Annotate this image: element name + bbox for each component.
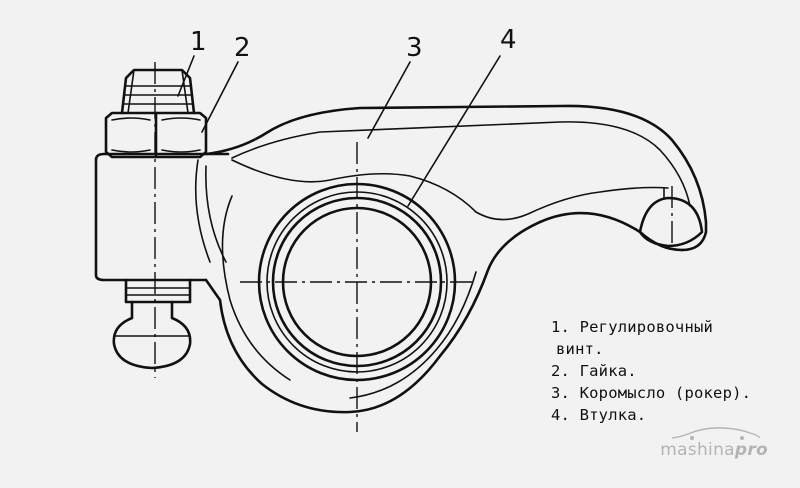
- legend: 1. Регулировочный винт. 2. Гайка. 3. Кор…: [551, 316, 751, 426]
- legend-item: 3. Коромысло (рокер).: [551, 384, 752, 402]
- watermark-text-main: mashina: [660, 440, 735, 460]
- callout-1: 1: [190, 27, 207, 57]
- callout-3: 3: [406, 33, 423, 63]
- legend-item: 2. Гайка.: [551, 362, 637, 380]
- lock-nut: [104, 111, 208, 159]
- watermark-text-accent: pro: [734, 440, 768, 460]
- legend-item: 4. Втулка.: [551, 406, 647, 424]
- car-silhouette-icon: [671, 427, 761, 440]
- callout-2: 2: [234, 33, 251, 63]
- rocker-arm-body: [94, 104, 708, 414]
- legend-item: 1. Регулировочный: [551, 318, 714, 336]
- callout-4: 4: [500, 25, 517, 55]
- adjusting-screw: [112, 68, 196, 370]
- legend-item: винт.: [556, 340, 604, 358]
- center-lines: [154, 62, 673, 432]
- leader-lines: [177, 55, 501, 207]
- watermark-logo: mashinapro: [660, 440, 768, 460]
